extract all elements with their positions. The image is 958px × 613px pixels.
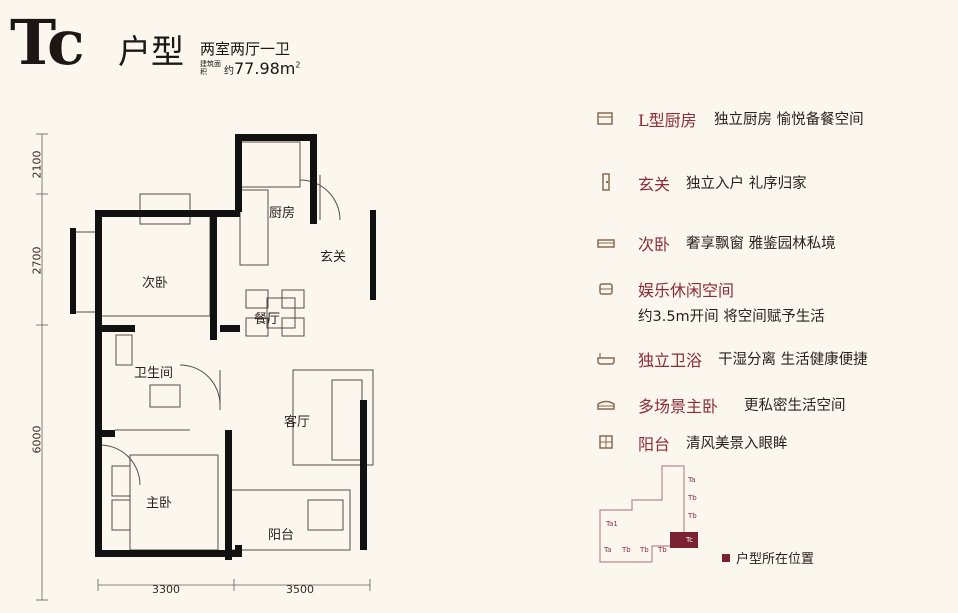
room-second-bedroom: 次卧 — [142, 276, 169, 291]
unit-layout: 两室两厅一卫 — [200, 40, 291, 58]
feature-title: 阳台 — [638, 435, 671, 454]
feature-title: 多场景主卧 — [638, 397, 719, 416]
key-unit: Ta1 — [606, 520, 618, 528]
feature-desc: 更私密生活空间 — [744, 398, 846, 414]
feature-title: L型厨房 — [638, 111, 697, 130]
unit-word: 户型 — [118, 32, 184, 71]
feature-desc: 奢享飘窗 雅鉴园林私境 — [686, 236, 836, 252]
area-number: 77.98m — [234, 59, 296, 78]
key-unit: Tb — [658, 546, 667, 554]
key-unit: Tb — [622, 546, 631, 554]
room-bathroom: 卫生间 — [134, 366, 174, 381]
feature-desc: 独立厨房 愉悦备餐空间 — [714, 112, 864, 128]
bed-icon — [597, 239, 615, 248]
key-unit: Tb — [688, 512, 697, 520]
unit-code: Tc — [10, 6, 85, 79]
kitchen-icon — [597, 112, 613, 125]
area-approx: 约 — [224, 66, 234, 77]
key-plan-drawing — [599, 465, 698, 563]
dimension-left-2: 2700 — [30, 246, 44, 275]
room-master-bedroom: 主卧 — [146, 496, 173, 511]
dimension-bottom-2: 3500 — [286, 583, 314, 596]
key-unit: Tb — [640, 546, 649, 554]
key-unit: Ta — [688, 476, 696, 484]
legend-swatch — [722, 554, 730, 562]
room-balcony: 阳台 — [268, 528, 295, 543]
feature-title: 娱乐休闲空间 — [638, 281, 735, 300]
area-unit-sup: 2 — [295, 60, 301, 70]
area-value: 约77.98m2 — [224, 59, 300, 78]
feature-title: 次卧 — [638, 235, 671, 254]
dimension-lines — [36, 133, 371, 601]
area-label: 建筑面积 — [200, 60, 221, 76]
feature-leisure: 娱乐休闲空间 约3.5m开间 将空间赋予生活 — [596, 275, 946, 325]
bathtub-icon — [597, 353, 615, 365]
feature-desc: 约3.5m开间 将空间赋予生活 — [638, 309, 825, 325]
entrance-icon — [602, 173, 610, 191]
room-entry: 玄关 — [320, 250, 347, 265]
feature-second-bedroom: 次卧 奢享飘窗 雅鉴园林私境 — [596, 229, 946, 259]
feature-kitchen: L型厨房 独立厨房 愉悦备餐空间 — [596, 105, 946, 135]
legend-label: 户型所在位置 — [736, 552, 815, 567]
key-unit: Tb — [688, 494, 697, 502]
plan-fixtures — [73, 141, 374, 551]
plan-walls — [70, 134, 376, 560]
feature-balcony: 阳台 清风美景入眼眸 — [596, 429, 946, 459]
balcony-icon — [599, 435, 613, 449]
floor-plan: 2100 2700 6000 3300 3500 厨房 玄关 次卧 餐厅 卫生间… — [30, 130, 390, 605]
dimension-left-1: 2100 — [30, 150, 44, 179]
room-living: 客厅 — [284, 415, 311, 430]
feature-desc: 干湿分离 生活健康便捷 — [718, 352, 868, 368]
armchair-icon — [599, 283, 613, 295]
dimension-bottom-1: 3300 — [152, 583, 180, 596]
current-unit-marker — [670, 532, 698, 548]
location-legend: 户型所在位置 — [722, 548, 814, 567]
header: Tc 户型 两室两厅一卫 建筑面积 约77.98m2 — [10, 8, 430, 88]
double-bed-icon — [597, 400, 615, 410]
feature-desc: 独立入户 礼序归家 — [686, 176, 807, 192]
feature-entry: 玄关 独立入户 礼序归家 — [596, 169, 946, 199]
room-dining: 餐厅 — [254, 312, 281, 327]
feature-desc: 清风美景入眼眸 — [686, 436, 788, 452]
key-unit: Ta — [604, 546, 612, 554]
feature-title: 玄关 — [638, 175, 671, 194]
room-kitchen: 厨房 — [269, 206, 296, 221]
dimension-left-3: 6000 — [30, 425, 44, 454]
floor-plan-drawing — [36, 133, 376, 601]
key-plan: Ta Tb Tb Ta1 Ta Tb Tb Tb Tc — [592, 462, 712, 572]
key-unit-current: Tc — [686, 536, 693, 544]
feature-title: 独立卫浴 — [638, 351, 703, 370]
feature-master-bedroom: 多场景主卧 更私密生活空间 — [596, 391, 946, 421]
feature-bathroom: 独立卫浴 干湿分离 生活健康便捷 — [596, 345, 946, 375]
